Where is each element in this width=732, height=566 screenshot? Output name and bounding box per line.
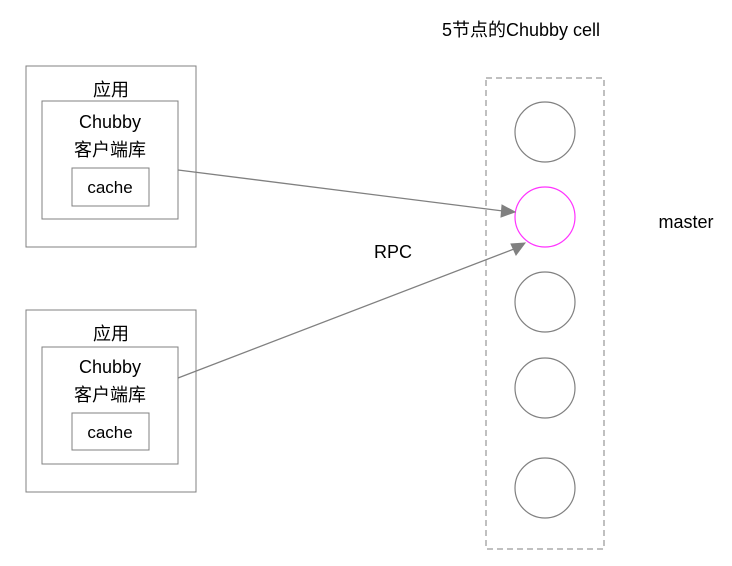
arrowhead (510, 242, 527, 256)
client-library-name: Chubby (79, 112, 141, 132)
chubby-cell-border (485, 77, 605, 550)
replica-node (514, 101, 576, 163)
replica-node (514, 357, 576, 419)
client-library-subtitle: 客户端库 (74, 140, 146, 160)
client-library-subtitle: 客户端库 (74, 385, 146, 405)
cache-label: cache (87, 178, 132, 197)
rpc-arrow-client-2 (177, 242, 527, 379)
cell-title: 5节点的Chubby cell (442, 20, 600, 40)
cache-label: cache (87, 423, 132, 442)
application-label: 应用 (93, 324, 129, 344)
client-library-name: Chubby (79, 357, 141, 377)
client-1: 应用 Chubby 客户端库 cache (25, 65, 197, 248)
cache-box (71, 412, 150, 451)
arrowhead (500, 204, 517, 218)
application-label: 应用 (93, 80, 129, 100)
rpc-arrow-client-1 (177, 169, 517, 218)
cache-box (71, 167, 150, 207)
replica-node (514, 271, 576, 333)
master-node (514, 186, 576, 248)
replica-node (514, 457, 576, 519)
arrow-line (177, 169, 504, 212)
rpc-label: RPC (374, 242, 412, 262)
master-label: master (658, 212, 713, 232)
client-2: 应用 Chubby 客户端库 cache (25, 309, 197, 493)
arrow-line (177, 248, 515, 379)
